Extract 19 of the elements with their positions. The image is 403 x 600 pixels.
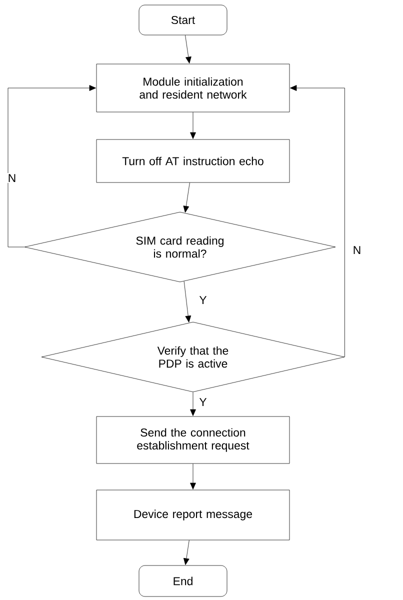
end-terminal: End [138,565,228,597]
arrow [290,85,345,358]
edge-label: Y [198,295,208,305]
start-terminal: Start [138,4,228,36]
process-box: Turn off AT instruction echo [96,139,290,183]
edge-label: Y [198,397,208,407]
arrow [183,540,190,565]
process-box: Module initialization and resident network [96,64,290,112]
edge-label: N [6,173,18,183]
edge-label: N [352,245,362,255]
process-box: Send the connection establishment request [96,416,290,464]
arrow [190,392,196,416]
arrow [190,112,196,139]
arrow [183,182,190,213]
process-box: Device report message [96,490,290,540]
arrow [185,35,192,64]
arrow [8,85,96,248]
arrow [190,464,196,490]
arrow [184,281,192,322]
